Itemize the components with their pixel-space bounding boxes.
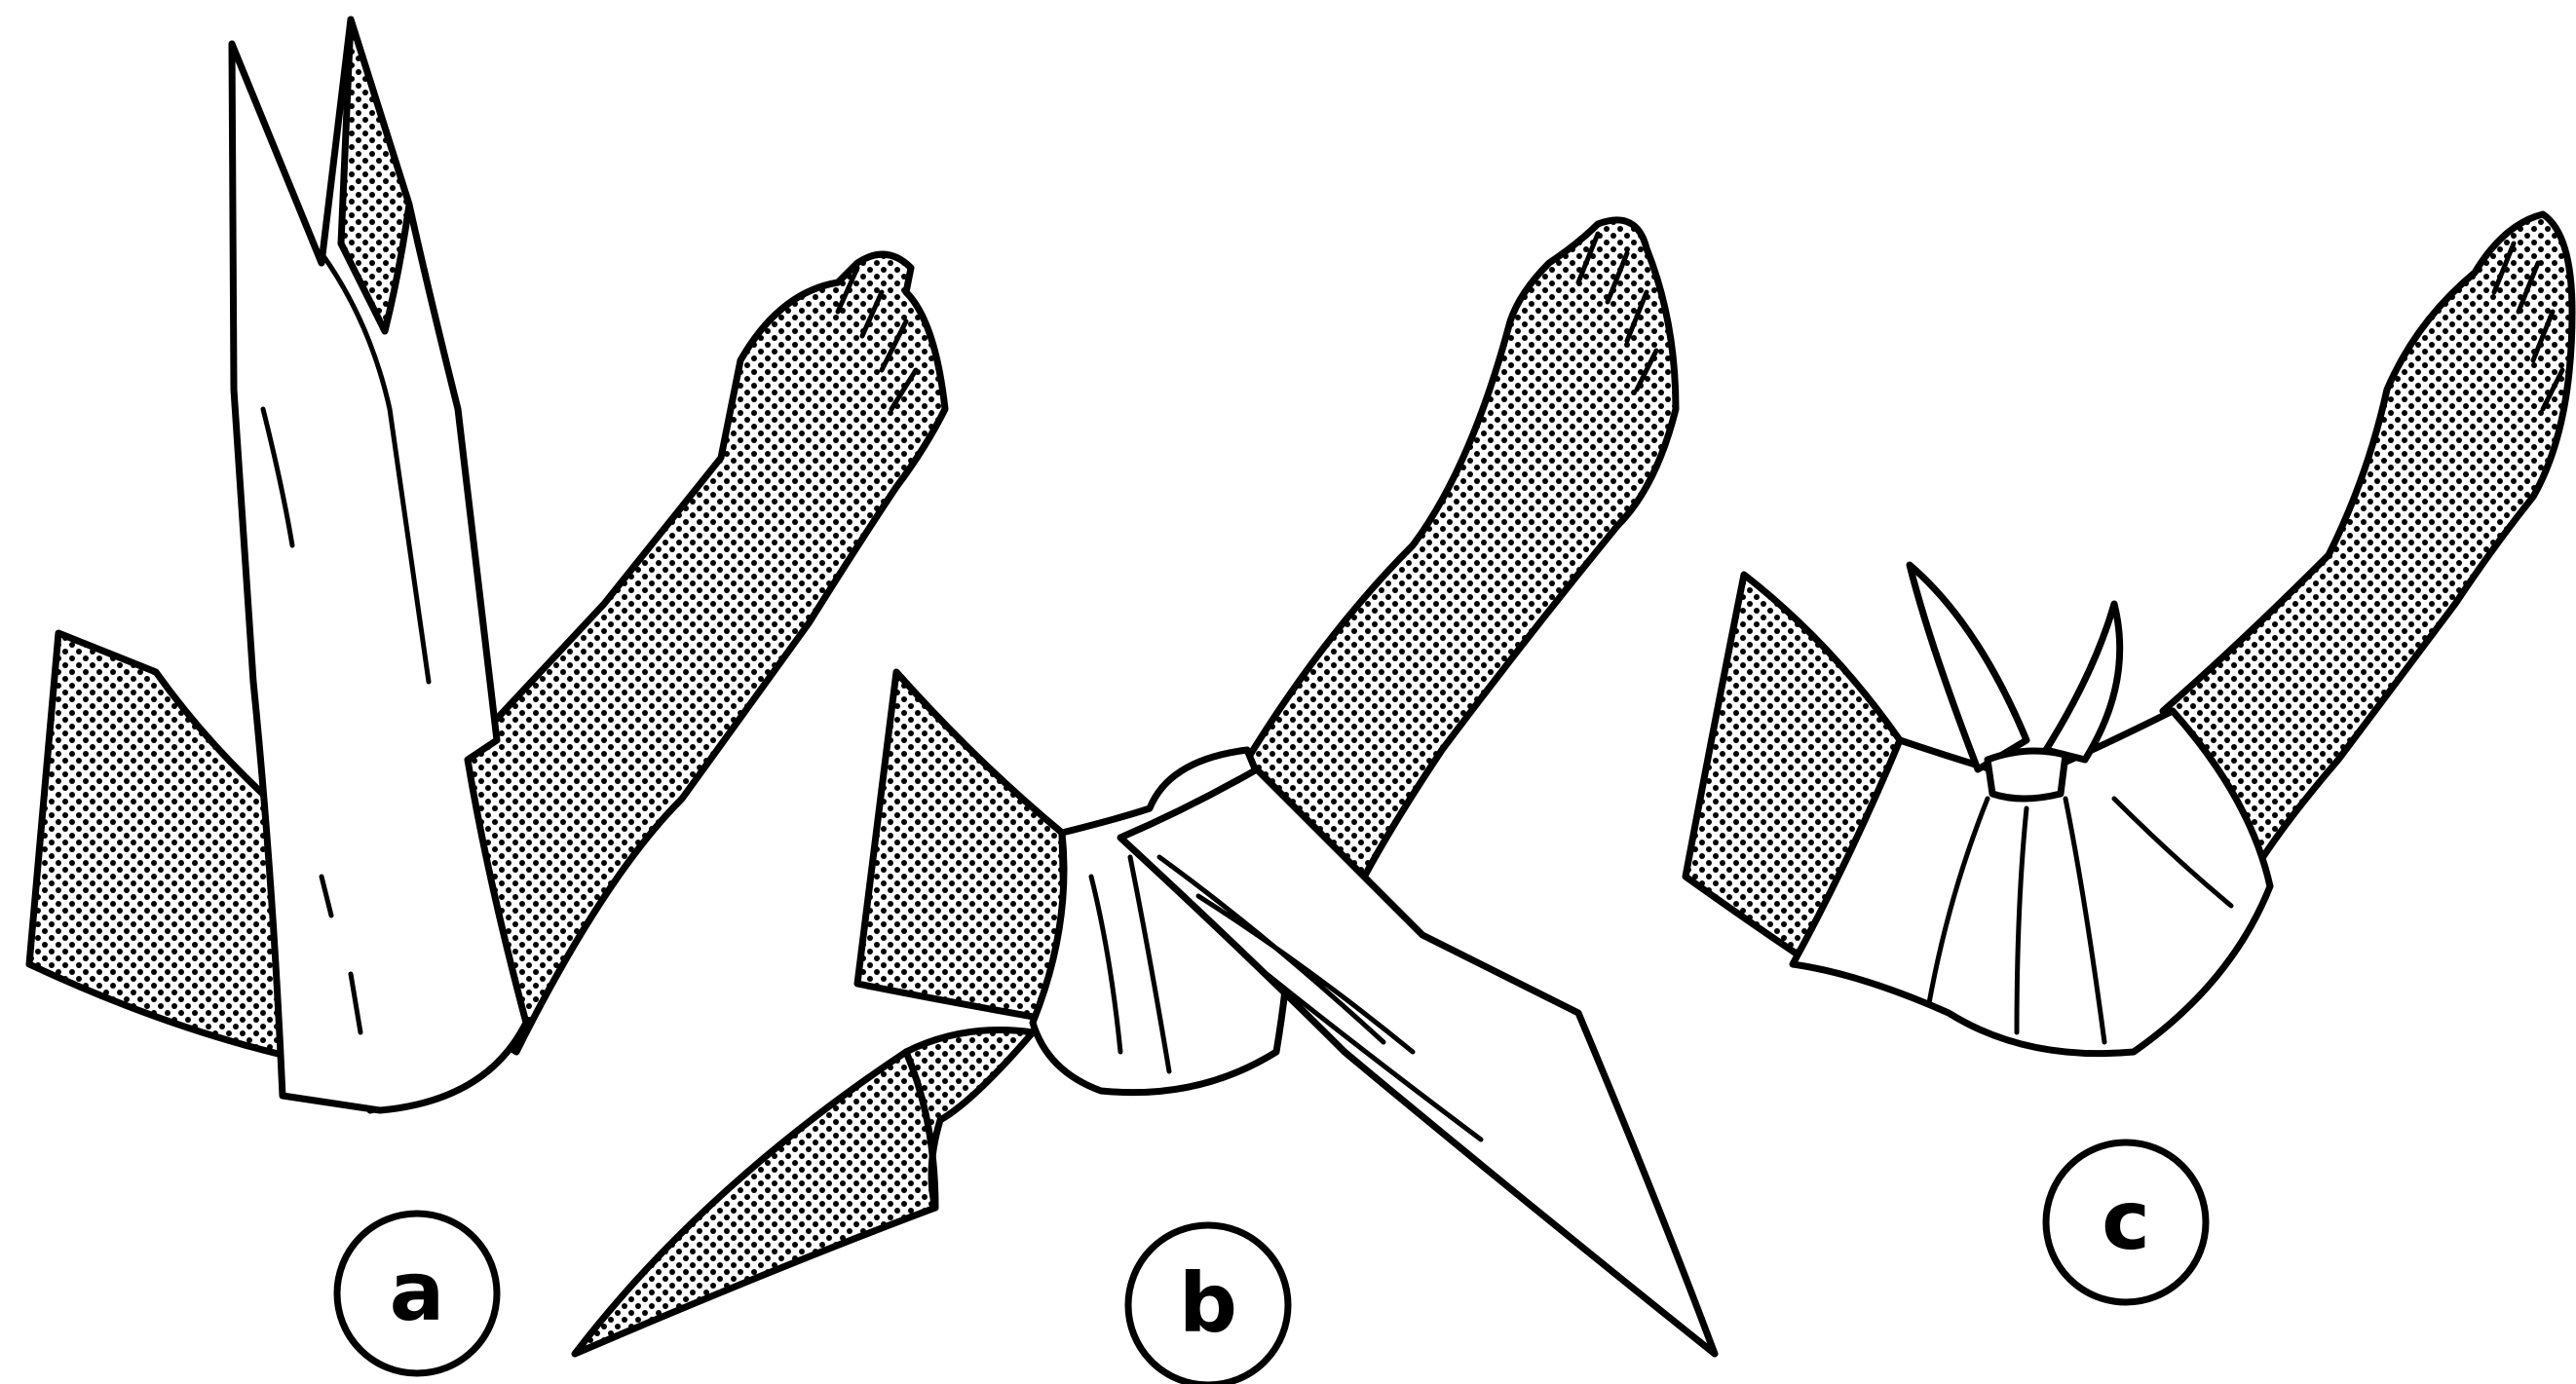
figure-b-upper-arm <box>857 672 1067 1023</box>
figure-b-label: b <box>1179 1255 1237 1351</box>
figure-a-label: a <box>390 1244 445 1339</box>
figure-a-label-badge: a <box>337 1214 497 1373</box>
figure-c-label-badge: c <box>2046 1142 2206 1302</box>
figure-c-label: c <box>2102 1173 2150 1268</box>
figure-c: c <box>1686 214 2572 1302</box>
figure-c-knot <box>1988 751 2065 799</box>
figure-b-bandage-tail-left <box>575 1030 1033 1355</box>
figure-b-forearm <box>1247 220 1676 896</box>
figure-b-label-badge: b <box>1128 1225 1288 1384</box>
figure-c-knot-tail-left <box>1910 565 2027 769</box>
figure-c-knot-tail-right <box>2046 604 2120 760</box>
